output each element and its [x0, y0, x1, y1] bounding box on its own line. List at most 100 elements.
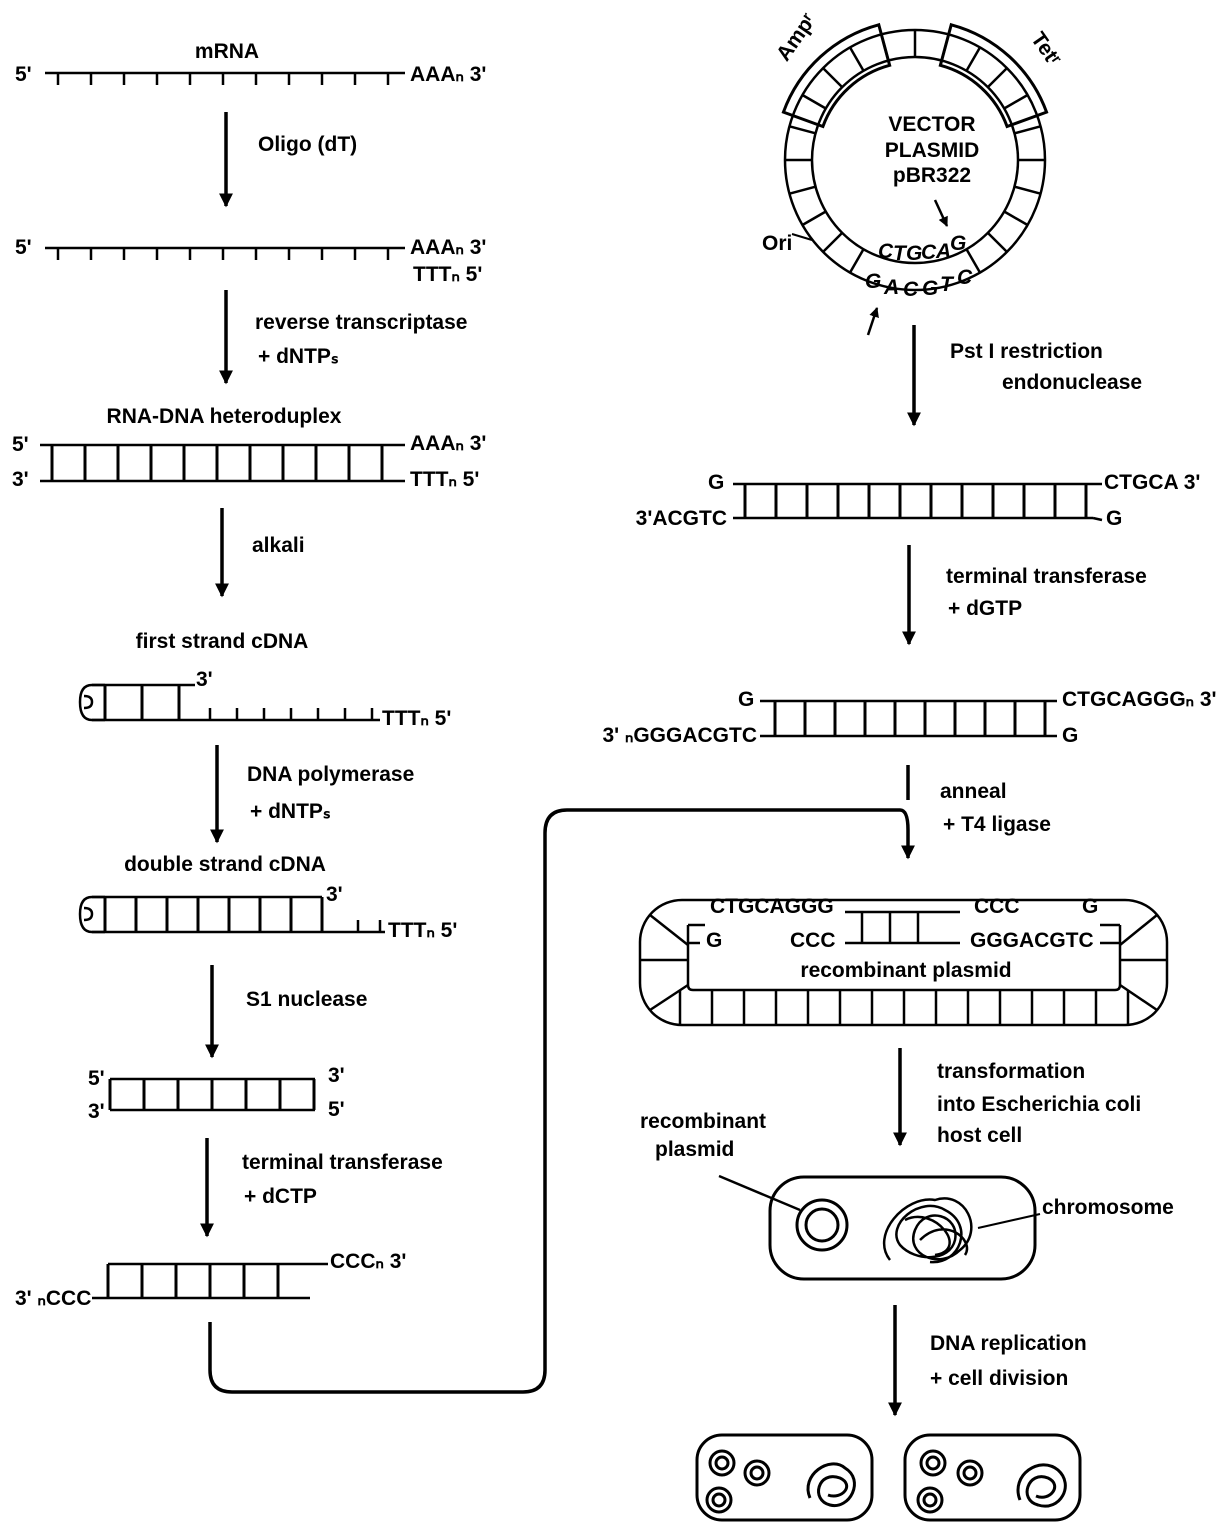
c-tail-right: CCCₙ 3'	[330, 1250, 406, 1274]
g-tailed-rungs	[775, 701, 1045, 736]
recomb-ctgcaggg: CTGCAGGG	[710, 895, 834, 919]
seq-bottom-c2: C	[957, 266, 972, 290]
blunt-bottom-right: 5'	[328, 1098, 345, 1122]
cell-plasmid-label-2: plasmid	[655, 1138, 734, 1162]
seq-top-c1: C	[878, 240, 893, 264]
ring-segment	[1004, 212, 1027, 226]
g-tail-right: CTGCAGGGₙ 3'	[1062, 688, 1217, 712]
step-terminal-transferase-dctp: + dCTP	[244, 1185, 317, 1209]
g-tail-g-bottom: G	[1062, 724, 1078, 748]
recomb-gggacgtc: GGGACGTC	[970, 929, 1094, 953]
ring-segment	[1004, 95, 1027, 109]
step-terminal-transferase-g: terminal transferase	[946, 565, 1147, 589]
step-dna-polymerase-dntp: + dNTPₛ	[250, 800, 331, 824]
chromosome-tangle	[884, 1198, 1040, 1262]
step-host-cell: host cell	[937, 1124, 1022, 1148]
ring-segment	[850, 47, 864, 70]
step-cell-division: + cell division	[930, 1367, 1068, 1391]
first-strand-rungs	[105, 685, 179, 720]
seq-top-g: G	[906, 242, 922, 266]
cut-plasmid	[733, 484, 1102, 520]
heteroduplex-title: RNA-DNA heteroduplex	[107, 405, 342, 429]
plasmid-name-plasmid: PLASMID	[885, 139, 980, 163]
step-dna-polymerase: DNA polymerase	[247, 763, 414, 787]
primed-oligo-dt-end: TTTₙ 5'	[413, 263, 482, 287]
ring-segment	[802, 95, 825, 109]
recomb-ccc-top: CCC	[974, 895, 1020, 919]
ring-segment	[988, 68, 1007, 87]
heteroduplex-end-top: AAAₙ 3'	[410, 432, 486, 456]
first-strand-end: TTTₙ 5'	[382, 707, 451, 731]
step-t4-ligase: + T4 ligase	[943, 813, 1051, 837]
mrna-title: mRNA	[195, 40, 259, 64]
seq-bottom-g: G	[865, 270, 881, 294]
first-strand-title: first strand cDNA	[136, 630, 309, 654]
seq-bottom-a: A	[884, 276, 899, 300]
step-terminal-transferase-dgtp: + dGTP	[948, 597, 1022, 621]
double-strand-3prime: 3'	[326, 883, 343, 907]
double-strand-ticks	[358, 920, 380, 932]
seq-bottom-g2: G	[922, 277, 938, 301]
ring-corner	[1120, 915, 1157, 945]
first-strand-3prime: 3'	[196, 668, 213, 692]
ring-segment	[802, 212, 825, 226]
g-tail-left: 3' ₙGGGACGTC	[602, 724, 757, 748]
ring-segment	[1014, 187, 1040, 194]
mrna-ticks	[58, 73, 388, 85]
seq-bottom-c: C	[903, 278, 918, 302]
ring-segment	[850, 249, 864, 272]
recomb-g-right: G	[1082, 895, 1098, 919]
ori-label: Ori	[762, 232, 792, 256]
recombinant-plasmid-caption: recombinant plasmid	[800, 959, 1011, 983]
mrna-5prime: 5'	[15, 63, 32, 87]
cut-ctgca-end: CTGCA 3'	[1104, 471, 1200, 495]
seq-top-a: A	[936, 240, 951, 264]
ring-segment	[789, 126, 815, 133]
cut-site-pointer-bottom	[868, 308, 877, 335]
cut-acgtc-end: 3'ACGTC	[636, 507, 727, 531]
blunt-rungs	[110, 1079, 314, 1110]
primed-polya-end: AAAₙ 3'	[410, 236, 486, 260]
heteroduplex-5prime: 5'	[12, 433, 29, 457]
recomb-g-left: G	[706, 929, 722, 953]
blunt-top-right: 3'	[328, 1064, 345, 1088]
cut-site-pointer-top	[935, 200, 947, 226]
double-strand-title: double strand cDNA	[124, 853, 326, 877]
step-oligo-dt: Oligo (dT)	[258, 133, 357, 157]
daughter-cell-left	[697, 1435, 872, 1520]
step-terminal-transferase-c: terminal transferase	[242, 1151, 443, 1175]
heteroduplex-rungs	[52, 445, 382, 481]
seq-top-g2: G	[950, 232, 966, 256]
first-strand-cdna	[80, 685, 380, 720]
step-s1-nuclease: S1 nuclease	[246, 988, 367, 1012]
step-anneal: anneal	[940, 780, 1007, 804]
step-reverse-transcriptase: reverse transcriptase	[255, 311, 467, 335]
daughter-cell-right	[905, 1435, 1080, 1520]
cut-g-top: G	[708, 471, 724, 495]
step-pst-restriction: Pst I restriction	[950, 340, 1103, 364]
heteroduplex-3prime: 3'	[12, 468, 29, 492]
seq-top-t: T	[893, 242, 906, 266]
first-strand-ticks	[210, 708, 372, 720]
primed-ticks	[58, 248, 388, 260]
plasmid-name-vector: VECTOR	[888, 113, 975, 137]
c-tail-left: 3' ₙCCC	[15, 1287, 91, 1311]
ring-segment	[988, 233, 1007, 252]
recomb-ccc-bottom: CCC	[790, 929, 836, 953]
ring-corner	[650, 915, 688, 945]
double-strand-end: TTTₙ 5'	[388, 919, 457, 943]
seq-top-c2: C	[921, 241, 936, 265]
primed-5prime: 5'	[15, 236, 32, 260]
ring-segment	[823, 233, 842, 252]
step-alkali: alkali	[252, 534, 305, 558]
g-tail-g-top: G	[738, 688, 754, 712]
ring-segment	[823, 68, 842, 87]
step-dna-replication: DNA replication	[930, 1332, 1087, 1356]
step-pst-endonuclease: endonuclease	[1002, 371, 1142, 395]
ring-segment	[789, 187, 815, 194]
blunt-bottom-left: 3'	[88, 1100, 105, 1124]
ring-segment	[967, 47, 981, 70]
host-cell	[719, 1176, 1035, 1279]
